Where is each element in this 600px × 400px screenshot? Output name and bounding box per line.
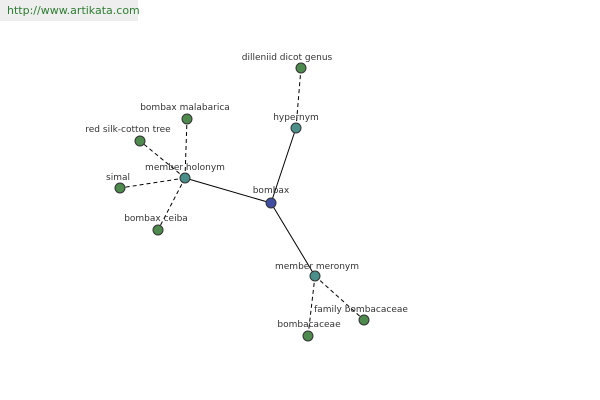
node-label: bombax <box>253 186 290 196</box>
node-circle[interactable] <box>302 330 314 342</box>
node-circle[interactable] <box>265 197 277 209</box>
node-dilleniid[interactable]: dilleniid dicot genus <box>242 53 333 74</box>
edge-member_meronym-family <box>314 275 365 321</box>
node-label: bombacaceae <box>277 320 341 330</box>
edge-member_meronym-bombacaceae <box>307 275 316 337</box>
node-circle[interactable] <box>181 113 193 125</box>
node-member-holonym[interactable]: member holonym <box>145 163 225 184</box>
node-bombax[interactable]: bombax <box>253 186 290 209</box>
edge-member_holonym-ceiba <box>157 177 186 231</box>
node-red-silk[interactable]: red silk-cotton tree <box>85 125 171 147</box>
node-label: red silk-cotton tree <box>85 125 171 135</box>
node-circle[interactable] <box>290 122 302 134</box>
node-label: bombax malabarica <box>140 103 230 113</box>
edge-bombax-member_meronym <box>270 202 316 277</box>
graph-nodes: bombax hypernym member holonym member meron… <box>85 53 408 342</box>
node-label: family bombacaceae <box>314 305 408 315</box>
graph-edges <box>119 67 365 337</box>
node-bombacaceae[interactable]: bombacaceae <box>277 320 341 342</box>
site-url-link[interactable]: http://www.artikata.com <box>7 4 140 17</box>
node-circle[interactable] <box>152 224 164 236</box>
node-circle[interactable] <box>295 62 307 74</box>
node-circle[interactable] <box>358 314 370 326</box>
node-circle[interactable] <box>134 135 146 147</box>
node-label: hypernym <box>273 113 319 123</box>
edge-bombax-member_holonym <box>184 177 272 204</box>
node-hypernym[interactable]: hypernym <box>273 113 319 134</box>
node-circle[interactable] <box>114 182 126 194</box>
node-circle[interactable] <box>309 270 321 282</box>
node-circle[interactable] <box>179 172 191 184</box>
edge-hypernym-dilleniid <box>295 67 302 129</box>
edge-bombax-hypernym <box>270 127 297 204</box>
edge-member_holonym-simal <box>119 177 186 189</box>
node-malabarica[interactable]: bombax malabarica <box>140 103 230 125</box>
node-label: member holonym <box>145 163 225 173</box>
url-badge: http://www.artikata.com <box>0 0 140 21</box>
edge-member_holonym-red_silk <box>139 140 186 179</box>
node-label: dilleniid dicot genus <box>242 53 333 63</box>
node-label: bombax ceiba <box>124 214 188 224</box>
edge-member_holonym-malabarica <box>184 118 188 179</box>
node-member-meronym[interactable]: member meronym <box>275 262 359 282</box>
node-family[interactable]: family bombacaceae <box>314 305 408 326</box>
node-simal[interactable]: simal <box>106 173 130 194</box>
node-label: member meronym <box>275 262 359 272</box>
node-label: simal <box>106 173 130 183</box>
node-ceiba[interactable]: bombax ceiba <box>124 214 188 236</box>
